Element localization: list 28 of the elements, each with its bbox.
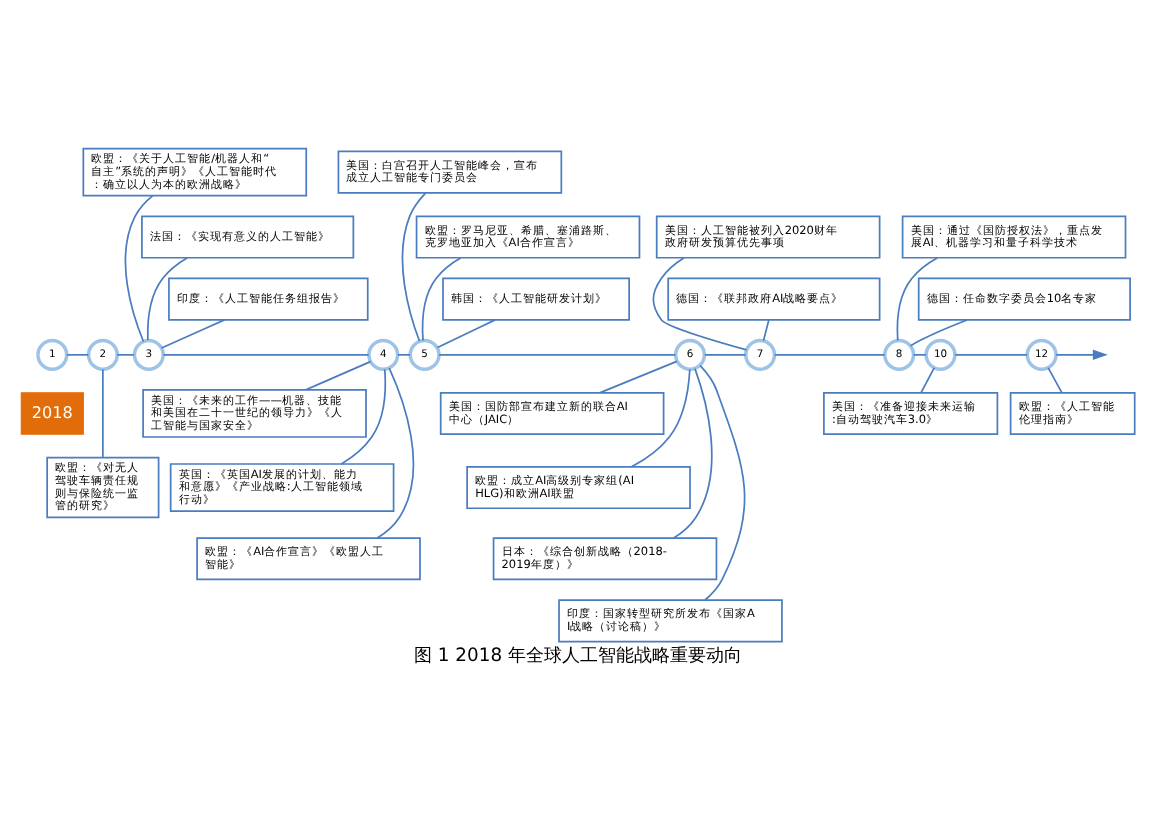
connector [396, 353, 411, 355]
connector [162, 353, 370, 355]
connector [102, 367, 104, 458]
connector [954, 353, 1028, 355]
connector [116, 353, 135, 355]
connector [773, 353, 886, 355]
connector [599, 359, 678, 393]
connector [436, 318, 497, 348]
connector [124, 194, 154, 342]
connector [160, 318, 226, 348]
connector [340, 367, 387, 464]
connector [401, 191, 427, 341]
connector [630, 367, 691, 467]
connector [438, 353, 677, 355]
connector [1047, 366, 1063, 393]
connector [652, 256, 748, 350]
connector [920, 366, 936, 393]
connector [66, 353, 90, 355]
connector [909, 318, 968, 346]
connector [912, 353, 927, 355]
connector [703, 353, 747, 355]
connector [305, 359, 372, 390]
connector [699, 363, 746, 600]
caption: 图 1 2018 年全球人工智能战略重要动向 [414, 643, 742, 666]
connector [672, 366, 713, 538]
connector [762, 318, 770, 341]
arrow [1055, 348, 1108, 360]
connector [376, 366, 415, 538]
